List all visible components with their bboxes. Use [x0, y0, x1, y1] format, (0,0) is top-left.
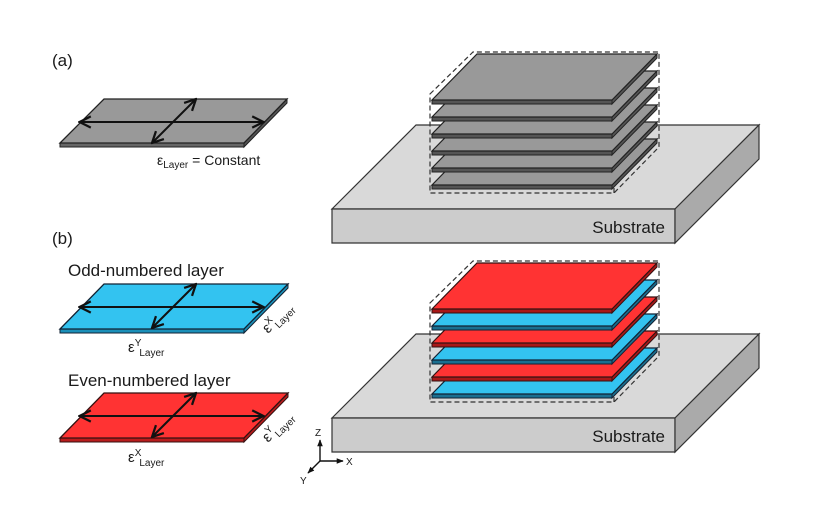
layer-stack — [429, 51, 660, 194]
alternating-stack-figure: Substrate — [330, 260, 761, 454]
z-axis-label: Z — [315, 428, 321, 439]
bounding-box-dashed — [429, 51, 660, 194]
uniform-layer-sheet — [58, 99, 289, 149]
substrate-label: Substrate — [592, 427, 665, 446]
layer-stack — [429, 260, 660, 403]
uniform-stack-figure: Substrate — [330, 51, 761, 245]
odd-layer-title: Odd-numbered layer — [68, 261, 224, 280]
stack-layer — [430, 52, 659, 106]
panel-b-label: (b) — [52, 229, 73, 248]
odd-layer-sheet — [58, 284, 290, 335]
x-axis-label: X — [346, 457, 353, 468]
coordinate-axes: Z X Y — [300, 428, 353, 487]
stack-layer — [430, 261, 659, 315]
even-layer-title: Even-numbered layer — [68, 371, 231, 390]
constant-strain-label: εLayer = Constant — [157, 152, 260, 171]
panel-a-label: (a) — [52, 51, 73, 70]
substrate-label: Substrate — [592, 218, 665, 237]
y-strain-arrow — [153, 100, 195, 142]
y-axis — [307, 460, 321, 474]
y-strain-arrow — [153, 285, 195, 327]
even-layer-sheet — [58, 393, 290, 444]
bounding-box-dashed — [429, 260, 660, 403]
y-strain-arrow — [153, 394, 195, 436]
y-axis-label: Y — [300, 476, 307, 487]
